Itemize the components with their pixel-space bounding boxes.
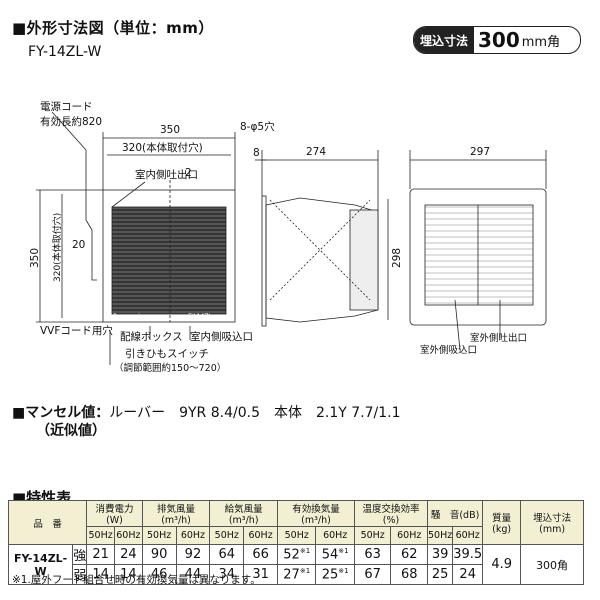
header-efficiency: 温度交換効率(%) xyxy=(353,500,429,527)
mode-cell: 弱 xyxy=(72,564,88,585)
dim-320-height: 320(本体取付穴) xyxy=(51,213,63,282)
header-effective: 有効換気量(m³/h) xyxy=(277,500,355,527)
model-cell: FY-14ZL-W xyxy=(7,544,74,585)
dim-8-holes: 8-φ5穴 xyxy=(240,120,275,133)
label-outdoor-inlet: 室外側吸込口 xyxy=(420,344,477,356)
dim-20: 20 xyxy=(72,239,85,251)
value-cell: 14 xyxy=(113,564,143,585)
label-outdoor-outlet: 室外側吐出口 xyxy=(470,332,527,344)
header-noise: 騒 音(dB) xyxy=(426,500,484,527)
value-cell: 14 xyxy=(86,564,115,585)
label-adjust-range: （調節範囲約150〜720） xyxy=(114,362,226,374)
dimension-drawing: 電源コード 有効長約820 350 320(本体取付穴) 8-φ5穴 8 274… xyxy=(29,100,547,374)
label-power-cord: 電源コード xyxy=(40,100,93,113)
hz-60: 60Hz xyxy=(390,526,428,545)
front-body xyxy=(102,189,236,323)
hz-60: 60Hz xyxy=(452,526,484,545)
value-cell: 67 xyxy=(353,564,392,585)
hz-60: 60Hz xyxy=(315,526,355,545)
spec-table: 品 番 消費電力(W) 排気風量(m³/h) 給気風量(m³/h) 有効換気量(… xyxy=(7,500,584,585)
munsell-values: ■マンセル値：ルーバー 9YR 8.4/0.5 本体 2.1Y 7.7/1.1 xyxy=(12,402,401,422)
mode-cell: 強 xyxy=(72,544,88,565)
value-cell: 25※1 xyxy=(315,564,355,585)
label-indoor-outlet: 室内側吐出口 xyxy=(135,168,198,181)
hz-60: 60Hz xyxy=(113,526,143,545)
value-cell: 68 xyxy=(390,564,428,585)
value-cell: 66 xyxy=(243,544,278,565)
front-grille xyxy=(111,206,227,315)
header-size: 埋込寸法(mm) xyxy=(520,500,584,545)
embed-size-label: 埋込寸法 xyxy=(414,27,475,53)
brand-mark: Panasonic xyxy=(113,313,143,320)
header-supply: 給気風量(m³/h) xyxy=(209,500,278,527)
header-mass: 質量(kg) xyxy=(482,500,522,545)
dim-274: 274 xyxy=(306,146,326,158)
hz-50: 50Hz xyxy=(353,526,392,545)
size-cell: 300角 xyxy=(520,544,584,585)
label-cord-length: 有効長約820 xyxy=(40,115,102,128)
embed-size-unit: mm角 xyxy=(521,34,561,50)
table-row: FY-14ZL-W 強 21 24 90 92 64 66 52※1 54※1 … xyxy=(7,544,584,585)
model-number: FY-14ZL-W xyxy=(28,44,102,60)
munsell-value: ルーバー 9YR 8.4/0.5 本体 2.1Y 7.7/1.1 xyxy=(109,405,401,421)
hz-50: 50Hz xyxy=(141,526,177,545)
embed-size-badge: 埋込寸法 300 mm角 xyxy=(413,26,581,54)
embed-size-value: 300 xyxy=(478,28,520,52)
mass-cell: 4.9 xyxy=(482,544,522,585)
header-power: 消費電力(W) xyxy=(86,500,143,527)
footnote: ※1.屋外フード組合せ時の有効換気量は異なります。 xyxy=(12,574,261,586)
header-exhaust: 排気風量(m³/h) xyxy=(141,500,211,527)
hz-60: 60Hz xyxy=(175,526,211,545)
dim-8: 8 xyxy=(253,147,260,159)
label-wiring-box: 配線ボックス xyxy=(120,330,183,343)
dim-2: 2 xyxy=(185,167,192,179)
munsell-label: ■マンセル値： xyxy=(12,405,110,421)
value-cell: 34 xyxy=(209,564,245,585)
hz-50: 50Hz xyxy=(86,526,115,545)
model-mark: FY-14ZL xyxy=(188,313,212,320)
dim-320-width: 320(本体取付穴) xyxy=(122,141,203,154)
dim-298: 298 xyxy=(391,248,403,268)
header-hinban: 品 番 xyxy=(7,500,88,545)
value-cell: 31 xyxy=(243,564,278,585)
label-vvf-hole: VVFコード用穴 xyxy=(40,324,113,337)
value-cell: 39 xyxy=(426,544,454,565)
value-cell: 21 xyxy=(86,544,115,565)
value-cell: 63 xyxy=(353,544,392,565)
hz-60: 60Hz xyxy=(243,526,278,545)
value-cell: 39.5 xyxy=(452,544,484,565)
value-cell: 92 xyxy=(175,544,211,565)
dim-297: 297 xyxy=(470,146,490,158)
value-cell: 62 xyxy=(390,544,428,565)
value-cell: 52※1 xyxy=(276,544,317,565)
page-title: ■外形寸法図（単位：mm） xyxy=(12,19,214,37)
dim-350-width: 350 xyxy=(160,124,180,136)
value-cell: 24 xyxy=(452,564,484,585)
hz-50: 50Hz xyxy=(209,526,245,545)
value-cell: 44 xyxy=(175,564,211,585)
value-cell: 90 xyxy=(141,544,177,565)
hz-50: 50Hz xyxy=(426,526,454,545)
hz-50: 50Hz xyxy=(276,526,317,545)
value-cell: 54※1 xyxy=(315,544,355,565)
value-cell: 64 xyxy=(209,544,245,565)
munsell-approx: （近似値） xyxy=(36,423,106,439)
label-pull-switch: 引きひもスイッチ xyxy=(125,347,209,360)
value-cell: 46 xyxy=(141,564,177,585)
value-cell: 27※1 xyxy=(276,564,317,585)
value-cell: 25 xyxy=(426,564,454,585)
value-cell: 24 xyxy=(113,544,143,565)
table-row: 弱 14 14 46 44 34 31 27※1 25※1 67 68 25 2… xyxy=(9,564,584,585)
label-indoor-inlet: 室内側吸込口 xyxy=(190,330,253,343)
dim-350-height: 350 xyxy=(29,248,41,268)
